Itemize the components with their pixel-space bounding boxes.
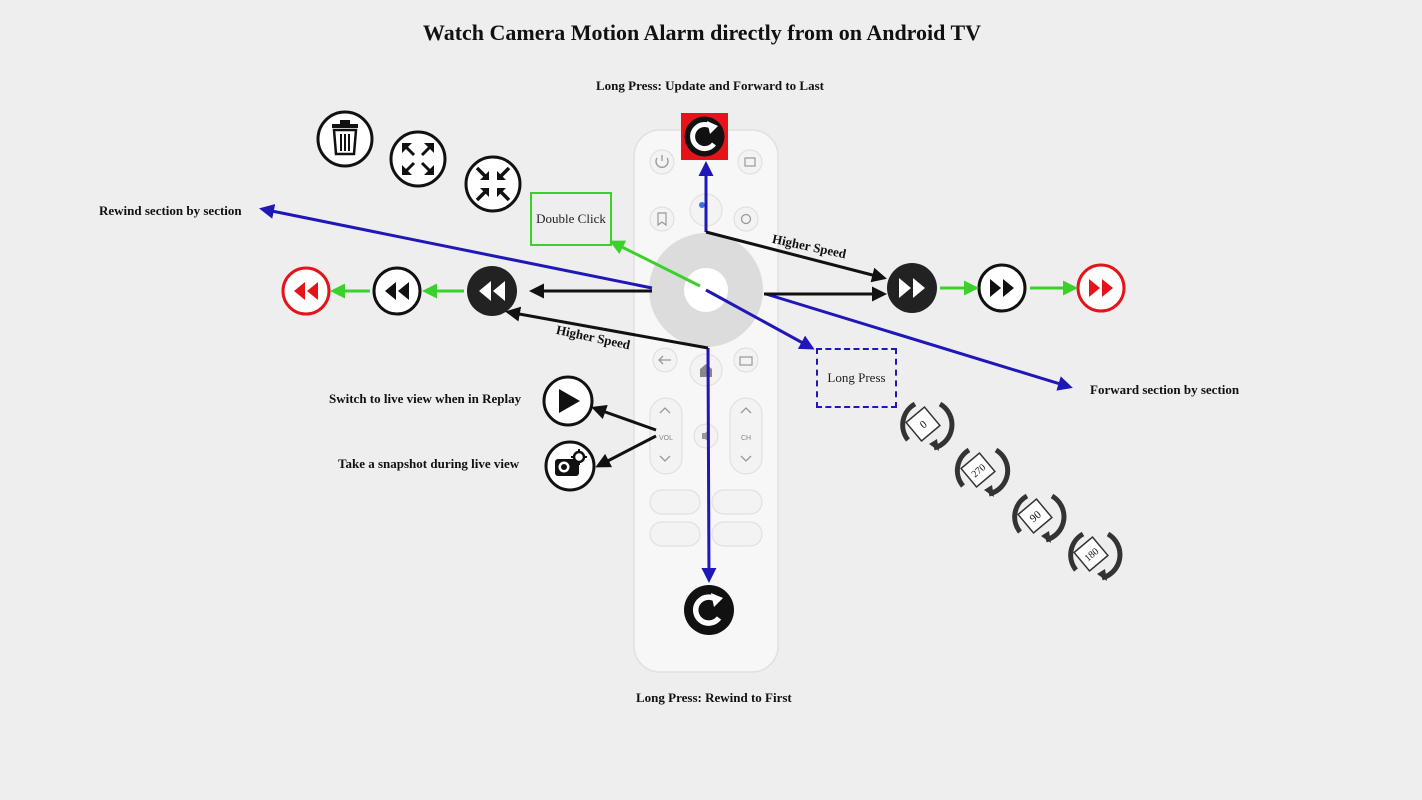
power-button bbox=[649, 149, 675, 175]
label-switch-live: Switch to live view when in Replay bbox=[329, 391, 522, 406]
fast-forward-icon bbox=[1076, 263, 1126, 313]
arrow-double-click bbox=[609, 240, 701, 288]
play-icon bbox=[542, 375, 594, 427]
arrow-forward-section bbox=[765, 292, 1073, 391]
trash-icon bbox=[316, 110, 374, 168]
camera-icon bbox=[544, 440, 596, 492]
ch-label: CH bbox=[741, 435, 751, 442]
black-arrows bbox=[505, 230, 887, 468]
settings-button bbox=[733, 206, 759, 232]
rotate-icon: 180 bbox=[1068, 531, 1123, 581]
app-button-4 bbox=[711, 521, 763, 547]
fast-forward-icon bbox=[887, 263, 937, 313]
rotate-icon: 90 bbox=[1012, 493, 1067, 543]
arrow-higher-speed-right bbox=[705, 230, 887, 283]
label-rewind-section: Rewind section by section bbox=[99, 203, 242, 218]
bookmark-button bbox=[649, 206, 675, 232]
green-arrows bbox=[330, 240, 1078, 299]
app-button-1 bbox=[649, 489, 701, 515]
blue-arrows bbox=[259, 161, 1073, 583]
volume-rocker bbox=[649, 397, 683, 475]
tv-button bbox=[733, 347, 759, 373]
arrow-higher-speed-left bbox=[505, 306, 709, 350]
arrow-live-view bbox=[591, 404, 657, 432]
page-title: Watch Camera Motion Alarm directly from … bbox=[422, 20, 982, 45]
arrow-snapshot bbox=[595, 434, 657, 468]
arrow-rewind-first bbox=[701, 347, 717, 583]
collapse-icon bbox=[464, 155, 522, 213]
rewind-icon bbox=[372, 266, 422, 316]
label-snapshot: Take a snapshot during live view bbox=[338, 456, 520, 471]
vol-label: VOL bbox=[659, 435, 673, 442]
refresh-icon bbox=[684, 585, 734, 635]
remote-control: VOL CH bbox=[633, 129, 779, 673]
input-button bbox=[737, 149, 763, 175]
double-click-label: Double Click bbox=[536, 211, 606, 226]
refresh-icon bbox=[681, 113, 728, 160]
arrow-rewind-section bbox=[259, 204, 653, 290]
label-long-press-bottom: Long Press: Rewind to First bbox=[636, 690, 792, 705]
double-click-box: Double Click bbox=[530, 192, 612, 246]
long-press-label: Long Press bbox=[827, 370, 886, 385]
expand-icon bbox=[389, 130, 447, 188]
rewind-icon bbox=[467, 266, 517, 316]
channel-rocker bbox=[729, 397, 763, 475]
app-button-3 bbox=[649, 521, 701, 547]
arrow-long-press bbox=[705, 288, 815, 350]
app-button-2 bbox=[711, 489, 763, 515]
rotate-icon: 270 bbox=[954, 447, 1011, 497]
label-long-press-top: Long Press: Update and Forward to Last bbox=[596, 78, 824, 93]
rewind-icon bbox=[281, 266, 331, 316]
fast-forward-icon bbox=[977, 263, 1027, 313]
long-press-box: Long Press bbox=[816, 348, 897, 408]
rotate-icon: 0 bbox=[900, 401, 955, 451]
label-forward-section: Forward section by section bbox=[1090, 382, 1240, 397]
